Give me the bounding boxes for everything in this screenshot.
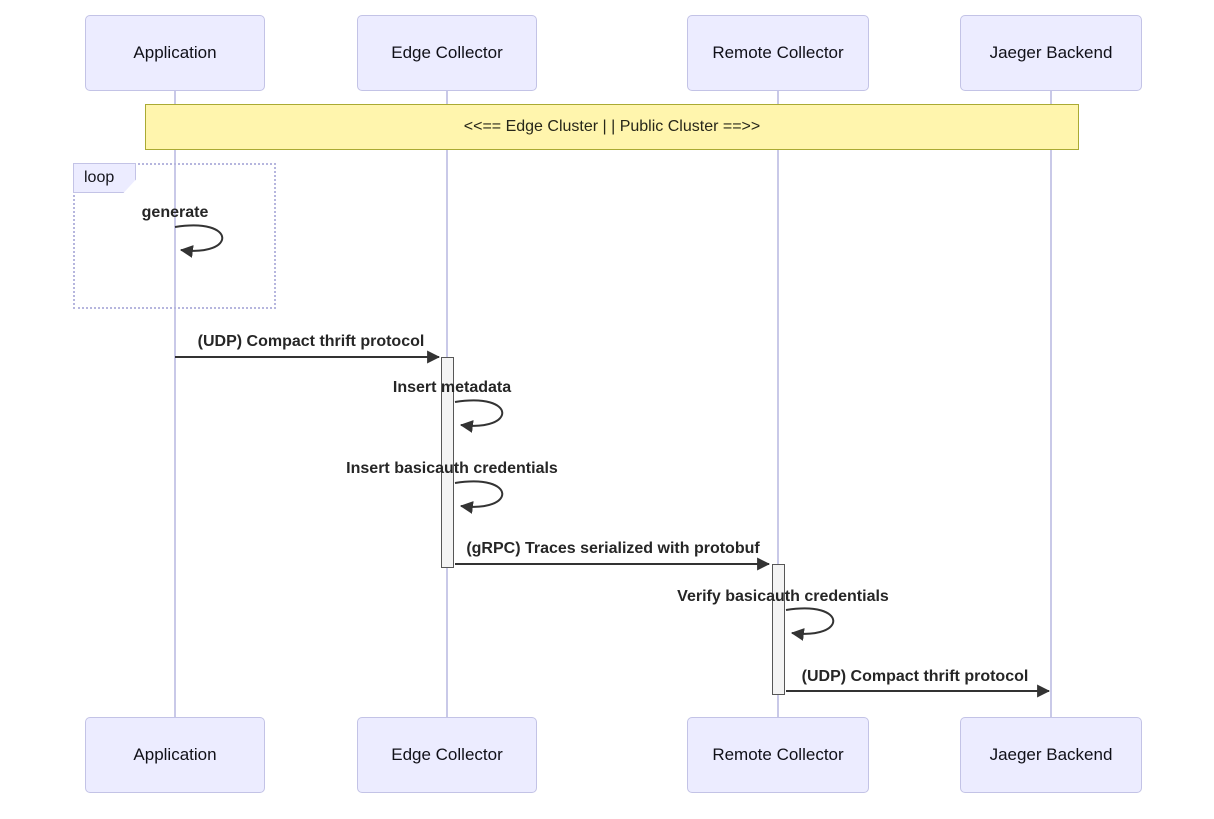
message-label-grpc: (gRPC) Traces serialized with protobuf [466,540,760,557]
actor-label: Jaeger Backend [989,43,1113,62]
actor-top-jaeger-backend: Jaeger Backend [960,15,1142,91]
message-label-udp-1: (UDP) Compact thrift protocol [197,333,425,350]
actor-top-edge-collector: Edge Collector [357,15,537,91]
actor-bottom-remote-collector: Remote Collector [687,717,869,793]
self-arrow-insert-metadata [454,399,504,433]
actor-label: Remote Collector [712,745,844,764]
message-label-verify-basicauth: Verify basicauth credentials [677,588,889,605]
actor-label: Jaeger Backend [989,745,1113,764]
actor-label: Application [133,745,217,764]
actor-top-application: Application [85,15,265,91]
actor-label: Application [133,43,217,62]
note-cluster-banner: <<== Edge Cluster | | Public Cluster ==>… [145,104,1079,150]
message-label-insert-metadata: Insert metadata [392,379,512,396]
actor-label: Edge Collector [391,745,503,764]
actor-label: Edge Collector [391,43,503,62]
loop-label: loop [84,169,115,186]
self-arrow-verify-basicauth [785,607,835,641]
message-label-insert-basicauth: Insert basicauth credentials [346,460,558,477]
loop-label-tab: loop [73,163,136,193]
actor-top-remote-collector: Remote Collector [687,15,869,91]
self-arrow-insert-basicauth [454,480,504,514]
self-arrow-generate [174,224,224,258]
actor-label: Remote Collector [712,43,844,62]
loop-frame [73,163,276,309]
activation-remote-collector [772,564,785,695]
activation-edge-collector [441,357,454,568]
actor-bottom-application: Application [85,717,265,793]
note-text: <<== Edge Cluster | | Public Cluster ==>… [463,118,761,135]
actor-bottom-edge-collector: Edge Collector [357,717,537,793]
message-label-generate: generate [141,204,209,221]
message-label-udp-2: (UDP) Compact thrift protocol [801,668,1029,685]
actor-bottom-jaeger-backend: Jaeger Backend [960,717,1142,793]
